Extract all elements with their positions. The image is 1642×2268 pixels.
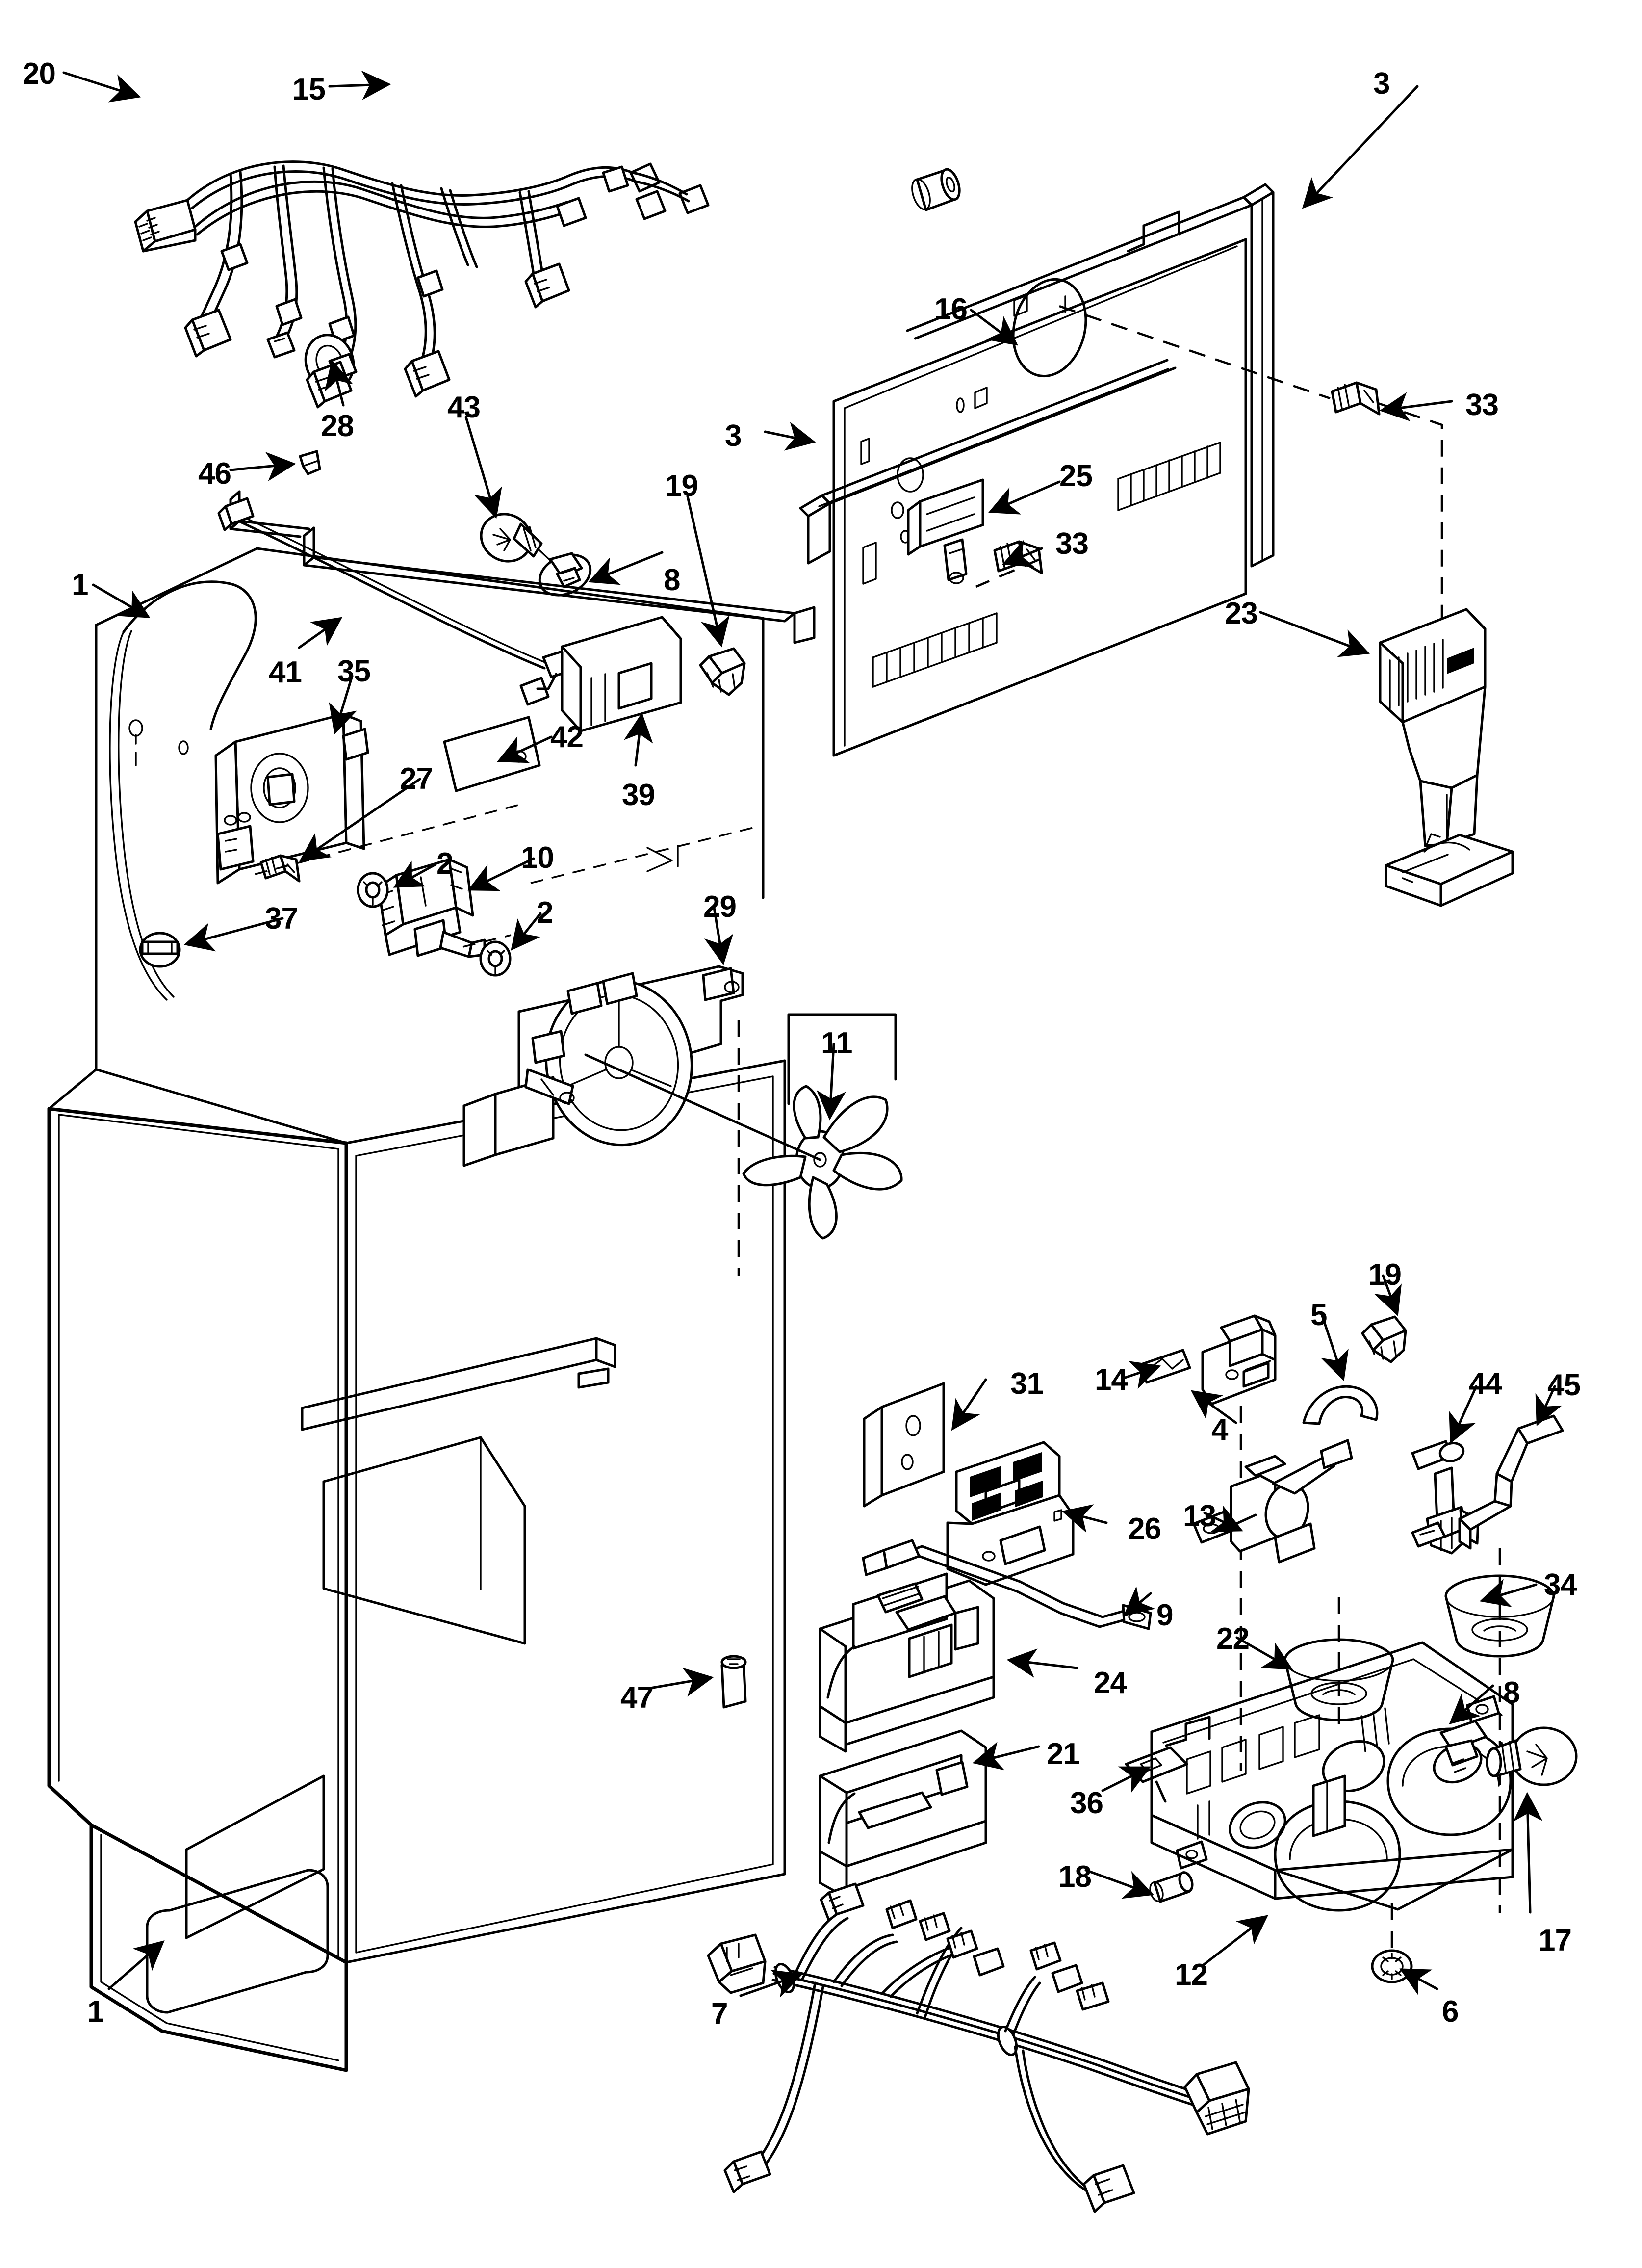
callout-27: 27 bbox=[400, 762, 433, 796]
callout-7: 7 bbox=[711, 1997, 728, 2031]
part-17-light-bulb-lower bbox=[1486, 1726, 1578, 1786]
callout-4: 4 bbox=[1211, 1413, 1228, 1447]
part-15-spacer-bushing bbox=[911, 168, 961, 211]
part-5-retainer-clip bbox=[1302, 1385, 1379, 1425]
callout-9: 9 bbox=[1156, 1598, 1173, 1632]
callout-8-lower: 8 bbox=[1503, 1676, 1520, 1710]
callout-22: 22 bbox=[1216, 1622, 1250, 1656]
part-3-liner-gasket-left bbox=[799, 359, 1177, 565]
part-42-cover-plate bbox=[443, 716, 541, 792]
part-13-switch-bracket bbox=[1192, 1439, 1353, 1564]
callout-43: 43 bbox=[447, 391, 481, 424]
callout-19-lower: 19 bbox=[1368, 1258, 1402, 1292]
callout-24: 24 bbox=[1094, 1666, 1127, 1700]
callout-2-b: 2 bbox=[537, 896, 553, 930]
callout-46: 46 bbox=[198, 457, 231, 491]
part-9-connecting-rod bbox=[862, 1539, 1152, 1630]
callout-10: 10 bbox=[521, 841, 554, 875]
part-26-control-housing bbox=[946, 1441, 1075, 1586]
callout-45: 45 bbox=[1547, 1368, 1581, 1402]
callout-47: 47 bbox=[620, 1681, 654, 1715]
part-2-grommet-washer-a bbox=[357, 872, 389, 908]
callout-44: 44 bbox=[1469, 1367, 1502, 1401]
callout-29: 29 bbox=[703, 890, 737, 924]
part-4-solenoid-motor bbox=[1201, 1314, 1277, 1406]
part-7-wire-harness-lower bbox=[707, 1882, 1250, 2213]
part-6-nut-retainer bbox=[1371, 1949, 1413, 1983]
part-47-roller-bushing bbox=[720, 1655, 747, 1709]
part-2-grommet-washer-b bbox=[479, 940, 512, 977]
part-8-lamp-socket-lower bbox=[1433, 1720, 1488, 1784]
callout-6: 6 bbox=[1442, 1995, 1459, 2029]
part-25-terminal-block bbox=[907, 478, 984, 584]
callout-35: 35 bbox=[337, 654, 371, 688]
callout-33-panel: 33 bbox=[1055, 527, 1089, 561]
callout-36: 36 bbox=[1070, 1786, 1103, 1820]
part-10-damper-control bbox=[377, 858, 486, 958]
callout-15: 15 bbox=[292, 73, 326, 106]
callout-23: 23 bbox=[1225, 597, 1258, 630]
part-1-cabinet-liner bbox=[47, 490, 816, 2072]
part-14-thermostat-clip bbox=[1138, 1349, 1191, 1384]
part-43-light-bulb-upper bbox=[480, 513, 554, 564]
callout-37: 37 bbox=[265, 902, 298, 936]
callout-41: 41 bbox=[269, 655, 302, 689]
part-31-insulation-pad bbox=[863, 1382, 945, 1508]
callout-5: 5 bbox=[1310, 1298, 1327, 1332]
callout-14: 14 bbox=[1095, 1363, 1128, 1397]
callout-21: 21 bbox=[1047, 1737, 1080, 1771]
callout-12: 12 bbox=[1175, 1958, 1208, 1992]
part-46-clip bbox=[299, 450, 321, 475]
callout-3-left: 3 bbox=[725, 419, 742, 453]
callout-19-upper: 19 bbox=[665, 469, 698, 503]
part-33-screw-upper-right bbox=[1331, 381, 1381, 416]
callout-18: 18 bbox=[1058, 1860, 1092, 1894]
part-19-connector-lower bbox=[1361, 1315, 1407, 1363]
callout-3-right: 3 bbox=[1373, 67, 1390, 101]
callout-31: 31 bbox=[1010, 1367, 1044, 1401]
part-3-liner-gasket-right bbox=[906, 183, 1275, 568]
part-29-fan-shroud bbox=[462, 965, 744, 1167]
callout-8-upper: 8 bbox=[664, 563, 680, 597]
callout-33-upper: 33 bbox=[1465, 388, 1499, 422]
part-23-ice-dispenser-duct bbox=[1379, 608, 1514, 907]
callout-25: 25 bbox=[1059, 459, 1093, 493]
callout-1-bottom: 1 bbox=[87, 1995, 104, 2029]
part-41-defrost-thermostat-wire bbox=[217, 497, 574, 706]
part-24-dispenser-module bbox=[819, 1572, 995, 1753]
part-37-plug-button bbox=[139, 932, 181, 968]
callout-1-top: 1 bbox=[72, 568, 88, 602]
part-39-light-shield bbox=[561, 616, 682, 732]
callout-34: 34 bbox=[1544, 1568, 1577, 1602]
part-16-rear-panel bbox=[832, 238, 1247, 757]
callout-28: 28 bbox=[321, 409, 354, 443]
callout-11: 11 bbox=[821, 1026, 853, 1060]
part-19-connector-upper bbox=[699, 647, 746, 696]
callout-26: 26 bbox=[1128, 1512, 1161, 1546]
part-18-lamp-bulb-small bbox=[1149, 1871, 1194, 1903]
callout-17: 17 bbox=[1539, 1924, 1572, 1957]
callout-16: 16 bbox=[934, 292, 968, 326]
callout-39: 39 bbox=[622, 778, 655, 812]
callout-42: 42 bbox=[550, 720, 584, 754]
part-20-wire-harness-upper bbox=[134, 160, 710, 409]
callout-20: 20 bbox=[23, 57, 56, 91]
part-11-evaporator-fan-blade bbox=[742, 1085, 903, 1240]
part-21-dispenser-shell bbox=[819, 1729, 987, 1899]
leader-lines bbox=[62, 70, 1563, 1998]
callout-2-a: 2 bbox=[436, 847, 453, 881]
callout-13: 13 bbox=[1183, 1499, 1216, 1533]
